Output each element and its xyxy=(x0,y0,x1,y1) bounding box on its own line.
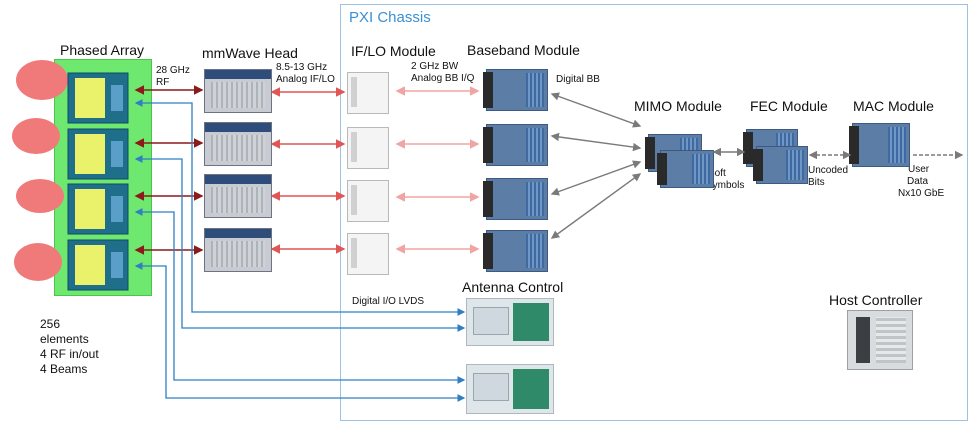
antenna-control-card-1 xyxy=(466,298,554,346)
array-chip-1 xyxy=(67,72,129,124)
control-line-3 xyxy=(134,208,466,384)
control-line-4 xyxy=(134,262,466,402)
mimo-module-title: MIMO Module xyxy=(634,98,722,114)
rf-frequency-label: 28 GHz xyxy=(156,65,190,76)
digital-bb-arrow-4 xyxy=(550,173,642,239)
control-line-2 xyxy=(134,155,466,332)
fec-module-title: FEC Module xyxy=(750,98,828,114)
host-controller-title: Host Controller xyxy=(829,292,923,308)
analog-bb-label: Analog BB I/Q xyxy=(411,73,475,84)
array-chip-3 xyxy=(67,183,129,235)
digital-bb-label: Digital BB xyxy=(556,74,600,85)
array-spec-beams: 4 Beams xyxy=(40,362,88,376)
baseband-module-2 xyxy=(483,124,548,166)
array-spec-elements: elements xyxy=(40,332,89,346)
analog-if-lo-label: Analog IF/LO xyxy=(276,74,335,85)
array-chip-4 xyxy=(67,239,129,291)
bandwidth-label: 2 GHz BW xyxy=(411,61,459,72)
array-chip-2 xyxy=(67,128,129,180)
mimo-module-card-b xyxy=(657,150,714,188)
antenna-control-card-2 xyxy=(466,364,554,414)
pxi-chassis-title: PXI Chassis xyxy=(349,9,431,26)
baseband-module-1 xyxy=(483,69,548,111)
mac-module-title: MAC Module xyxy=(853,98,934,114)
baseband-module-3 xyxy=(483,178,548,220)
soft-label: Soft xyxy=(708,168,726,179)
mmwave-head-title: mmWave Head xyxy=(202,45,298,61)
antenna-control-title: Antenna Control xyxy=(462,279,564,295)
beam-lobe-4 xyxy=(14,243,62,281)
host-controller-unit xyxy=(847,310,913,370)
mac-module-card xyxy=(849,123,910,167)
baseband-module-title: Baseband Module xyxy=(467,42,580,58)
user-label: User xyxy=(908,164,930,175)
array-spec-elements-count: 256 xyxy=(40,317,61,331)
beam-lobe-2 xyxy=(12,118,60,154)
if-lo-module-title: IF/LO Module xyxy=(351,43,436,59)
uncoded-label: Uncoded xyxy=(808,165,849,176)
digital-bb-arrow-2 xyxy=(550,132,642,152)
symbols-label: Symbols xyxy=(706,180,745,191)
array-spec-rf: 4 RF in/out xyxy=(40,347,99,361)
digital-bb-arrow-1 xyxy=(550,92,642,128)
gbe-label: Nx10 GbE xyxy=(898,188,945,199)
rf-label: RF xyxy=(156,77,170,88)
if-frequency-label: 8.5-13 GHz xyxy=(276,62,328,73)
bits-label: Bits xyxy=(808,177,825,188)
digital-bb-arrow-3 xyxy=(550,160,642,196)
data-label: Data xyxy=(907,176,929,187)
beam-lobe-3 xyxy=(16,179,64,213)
beam-lobe-1 xyxy=(16,60,68,100)
fec-module-card-b xyxy=(753,146,808,184)
baseband-module-4 xyxy=(483,230,548,272)
phased-array-title: Phased Array xyxy=(60,42,145,58)
control-line-1 xyxy=(134,99,466,316)
